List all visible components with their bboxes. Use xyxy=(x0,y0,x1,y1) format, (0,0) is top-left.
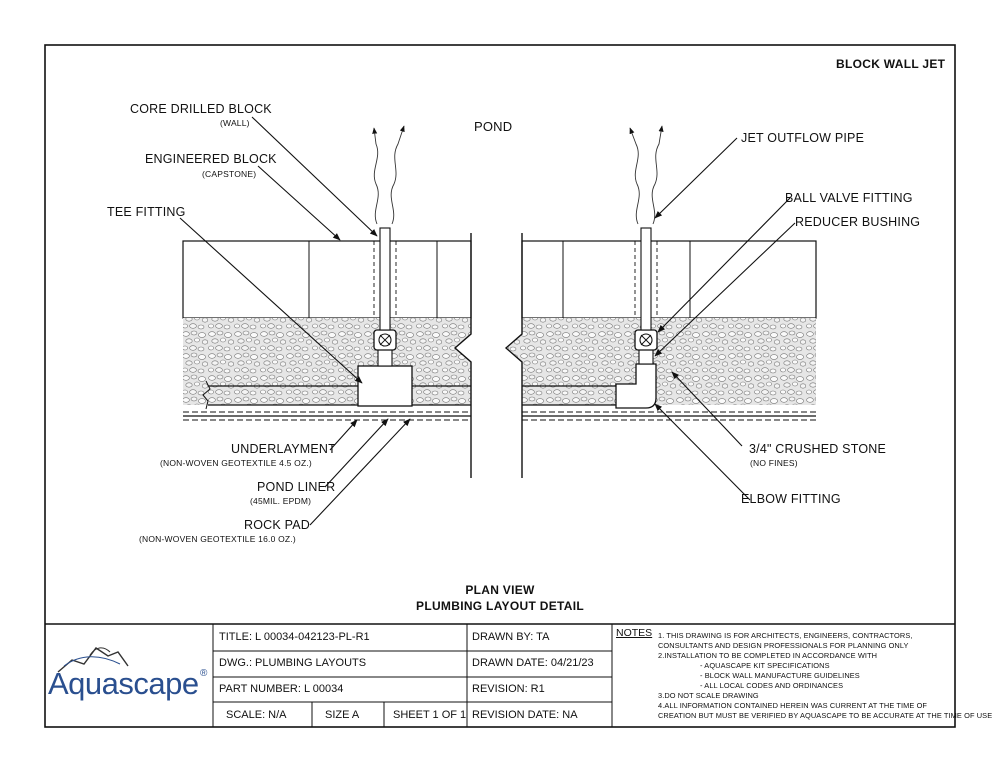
label-crushed-stone-sub: (NO FINES) xyxy=(750,458,798,468)
note-line: CREATION BUT MUST BE VERIFIED BY AQUASCA… xyxy=(658,711,993,720)
note-line: - ALL LOCAL CODES AND ORDINANCES xyxy=(700,681,844,690)
label-core-drilled-block: CORE DRILLED BLOCK xyxy=(130,102,272,116)
note-line: - AQUASCAPE KIT SPECIFICATIONS xyxy=(700,661,830,670)
note-line: - BLOCK WALL MANUFACTURE GUIDELINES xyxy=(700,671,860,680)
sheet-border xyxy=(44,44,956,728)
aquascape-logo-mark xyxy=(57,647,129,673)
label-pond-liner-sub: (45MIL. EPDM) xyxy=(250,496,312,506)
leader-lines xyxy=(179,116,796,526)
jet-outflow-pipe-left xyxy=(379,227,391,331)
logo-text: Aquascape xyxy=(48,666,199,701)
capstone-blocks-left xyxy=(182,240,472,319)
label-reducer-bushing: REDUCER BUSHING xyxy=(795,215,921,229)
tb-size: SIZE A xyxy=(325,709,360,721)
pond-label: POND xyxy=(474,119,513,134)
label-rock-pad: ROCK PAD xyxy=(244,518,310,532)
tb-sheet: SHEET 1 OF 1 xyxy=(393,709,467,721)
label-rock-pad-sub: (NON-WOVEN GEOTEXTILE 16.0 OZ.) xyxy=(139,534,296,544)
sheet-title: BLOCK WALL JET xyxy=(836,57,946,71)
notes-heading: NOTES xyxy=(616,627,653,639)
label-pond-liner: POND LINER xyxy=(257,480,336,494)
label-core-drilled-block-sub: (WALL) xyxy=(220,118,250,128)
label-tee-fitting: TEE FITTING xyxy=(107,205,186,219)
note-line: 1. THIS DRAWING IS FOR ARCHITECTS, ENGIN… xyxy=(658,631,913,640)
tb-part-number: PART NUMBER: L 00034 xyxy=(219,683,344,695)
tb-scale: SCALE: N/A xyxy=(226,709,287,721)
note-line: 3.DO NOT SCALE DRAWING xyxy=(658,691,759,700)
view-subtitle: PLUMBING LAYOUT DETAIL xyxy=(416,599,584,613)
left-wall-section xyxy=(182,125,472,478)
tb-drawn-date: DRAWN DATE: 04/21/23 xyxy=(472,657,594,669)
label-ball-valve-fitting: BALL VALVE FITTING xyxy=(785,191,913,205)
logo-registered-mark: ® xyxy=(200,668,208,679)
crushed-stone-left xyxy=(183,318,471,405)
note-line: 2.INSTALLATION TO BE COMPLETED IN ACCORD… xyxy=(658,651,878,660)
tb-revision-date: REVISION DATE: NA xyxy=(472,709,578,721)
label-jet-outflow-pipe: JET OUTFLOW PIPE xyxy=(741,131,865,145)
view-title: PLAN VIEW xyxy=(465,583,535,597)
right-wall-section xyxy=(504,125,817,478)
label-elbow-fitting: ELBOW FITTING xyxy=(741,492,841,506)
jet-outflow-pipe-right xyxy=(640,227,652,331)
label-underlayment-sub: (NON-WOVEN GEOTEXTILE 4.5 OZ.) xyxy=(160,458,312,468)
label-engineered-block: ENGINEERED BLOCK xyxy=(145,152,277,166)
title-block-lines xyxy=(45,623,955,727)
tee-fitting xyxy=(357,365,413,407)
tb-title: TITLE: L 00034-042123-PL-R1 xyxy=(219,631,370,643)
tb-revision: REVISION: R1 xyxy=(472,683,545,695)
label-crushed-stone: 3/4" CRUSHED STONE xyxy=(749,442,887,456)
note-line: 4.ALL INFORMATION CONTAINED HEREIN WAS C… xyxy=(658,701,928,710)
label-engineered-block-sub: (CAPSTONE) xyxy=(202,169,257,179)
tb-dwg: DWG.: PLUMBING LAYOUTS xyxy=(219,657,367,669)
crushed-stone-right xyxy=(506,318,816,405)
tb-drawn-by: DRAWN BY: TA xyxy=(472,631,550,643)
capstone-blocks-right xyxy=(521,240,817,319)
note-line: CONSULTANTS AND DESIGN PROFESSIONALS FOR… xyxy=(658,641,909,650)
label-underlayment: UNDERLAYMENT xyxy=(231,442,336,456)
